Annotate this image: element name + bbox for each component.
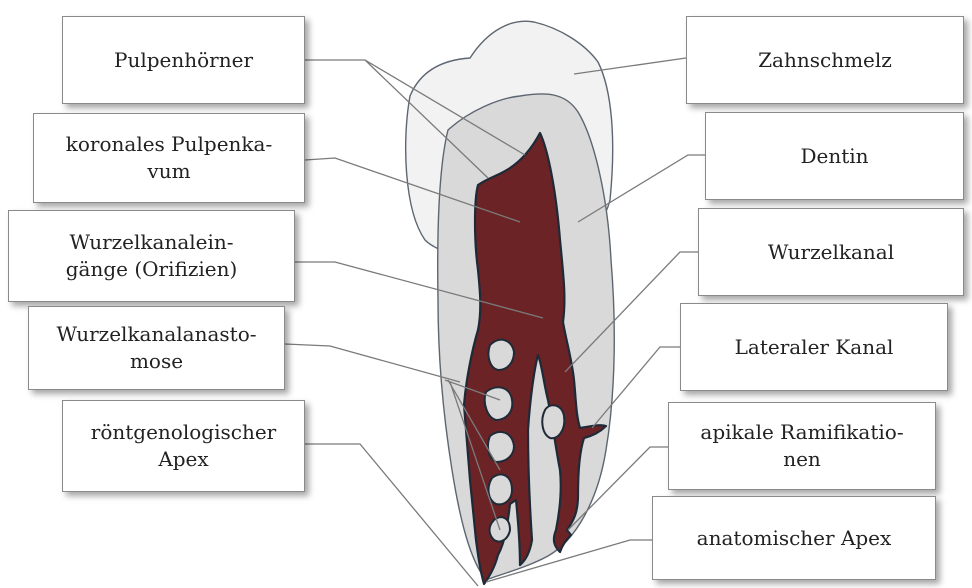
label-dentin: Dentin [705,112,964,200]
label-wurzelkanaleingaenge-text: Wurzelkanalein- gänge (Orifizien) [66,229,238,283]
label-lateraler-kanal: Lateraler Kanal [680,303,948,391]
label-roentgenologischer-apex: röntgenologischer Apex [62,400,305,492]
label-dentin-text: Dentin [800,143,868,170]
label-wurzelkanal: Wurzelkanal [698,208,964,296]
label-zahnschmelz-text: Zahnschmelz [758,47,892,74]
leader-wurzelkanalanastomose [285,344,460,382]
label-anatomischer-apex: anatomischer Apex [652,496,936,580]
label-koronales-pulpenkavum: koronales Pulpenka- vum [33,113,305,203]
dentin-island-2 [485,387,513,420]
label-wurzelkanalanastomose: Wurzelkanalanasto- mose [28,306,285,390]
label-wurzelkanalanastomose-text: Wurzelkanalanasto- mose [56,321,256,375]
label-anatomischer-apex-text: anatomischer Apex [697,525,892,552]
dentin-island-1 [488,340,514,370]
dentin-island-3 [488,432,514,462]
label-wurzelkanal-text: Wurzelkanal [768,239,894,266]
label-zahnschmelz: Zahnschmelz [686,16,964,104]
label-roentgenologischer-apex-text: röntgenologischer Apex [91,419,276,473]
label-pulpenhoerner-text: Pulpenhörner [114,47,253,74]
label-apikale-ramifikationen-text: apikale Ramifikatio- nen [700,419,903,473]
dentin-island-6 [542,405,564,438]
label-lateraler-kanal-text: Lateraler Kanal [735,334,894,361]
label-koronales-pulpenkavum-text: koronales Pulpenka- vum [66,131,272,185]
dentin-island-4 [489,474,512,504]
label-wurzelkanaleingaenge: Wurzelkanalein- gänge (Orifizien) [8,210,295,302]
label-apikale-ramifikationen: apikale Ramifikatio- nen [668,402,936,490]
label-pulpenhoerner: Pulpenhörner [62,16,305,104]
